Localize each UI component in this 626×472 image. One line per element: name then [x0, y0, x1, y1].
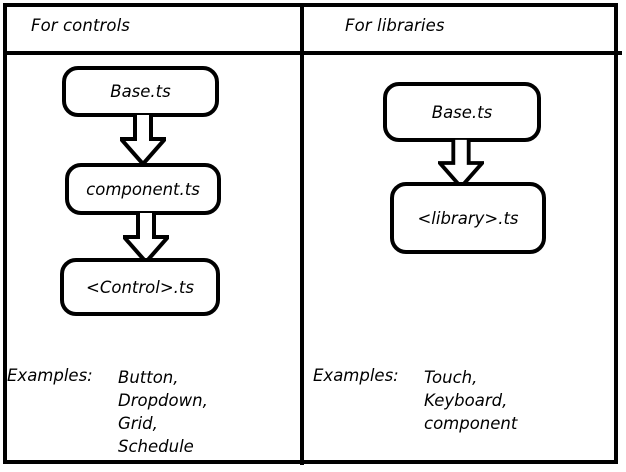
header-divider-line — [3, 51, 622, 55]
example-item: Touch, — [424, 368, 478, 387]
node-base-ts-controls: Base.ts — [62, 66, 219, 117]
node-label: <Control>.ts — [86, 277, 194, 297]
example-item: Keyboard, — [424, 391, 508, 410]
panel-libraries-header: For libraries — [345, 16, 445, 35]
arrow-base-to-component — [120, 113, 166, 165]
node-control-ts: <Control>.ts — [60, 258, 220, 316]
arrow-component-to-control — [123, 211, 169, 263]
node-label: Base.ts — [431, 102, 493, 122]
example-item: Grid, — [118, 414, 158, 433]
panel-controls-header: For controls — [31, 16, 130, 35]
example-item: Button, — [118, 368, 179, 387]
panel-divider-line — [300, 3, 304, 465]
node-library-ts: <library>.ts — [390, 182, 546, 254]
examples-label-libraries: Examples: — [313, 366, 399, 385]
node-label: <library>.ts — [417, 208, 519, 228]
node-base-ts-libraries: Base.ts — [383, 82, 541, 142]
node-component-ts: component.ts — [65, 163, 221, 215]
node-label: component.ts — [86, 179, 200, 199]
arrow-base-to-library — [438, 138, 484, 188]
examples-list-libraries: Touch, Keyboard, component — [424, 366, 517, 435]
examples-list-controls: Button, Dropdown, Grid, Schedule — [118, 366, 208, 458]
panel-libraries: For libraries Base.ts <library>.ts Examp… — [304, 0, 626, 472]
example-item: component — [424, 414, 518, 433]
panel-controls: For controls Base.ts component.ts <Contr… — [0, 0, 300, 472]
example-item: Schedule — [118, 437, 194, 456]
examples-label-controls: Examples: — [7, 366, 93, 385]
example-item: Dropdown, — [118, 391, 208, 410]
node-label: Base.ts — [110, 82, 171, 101]
